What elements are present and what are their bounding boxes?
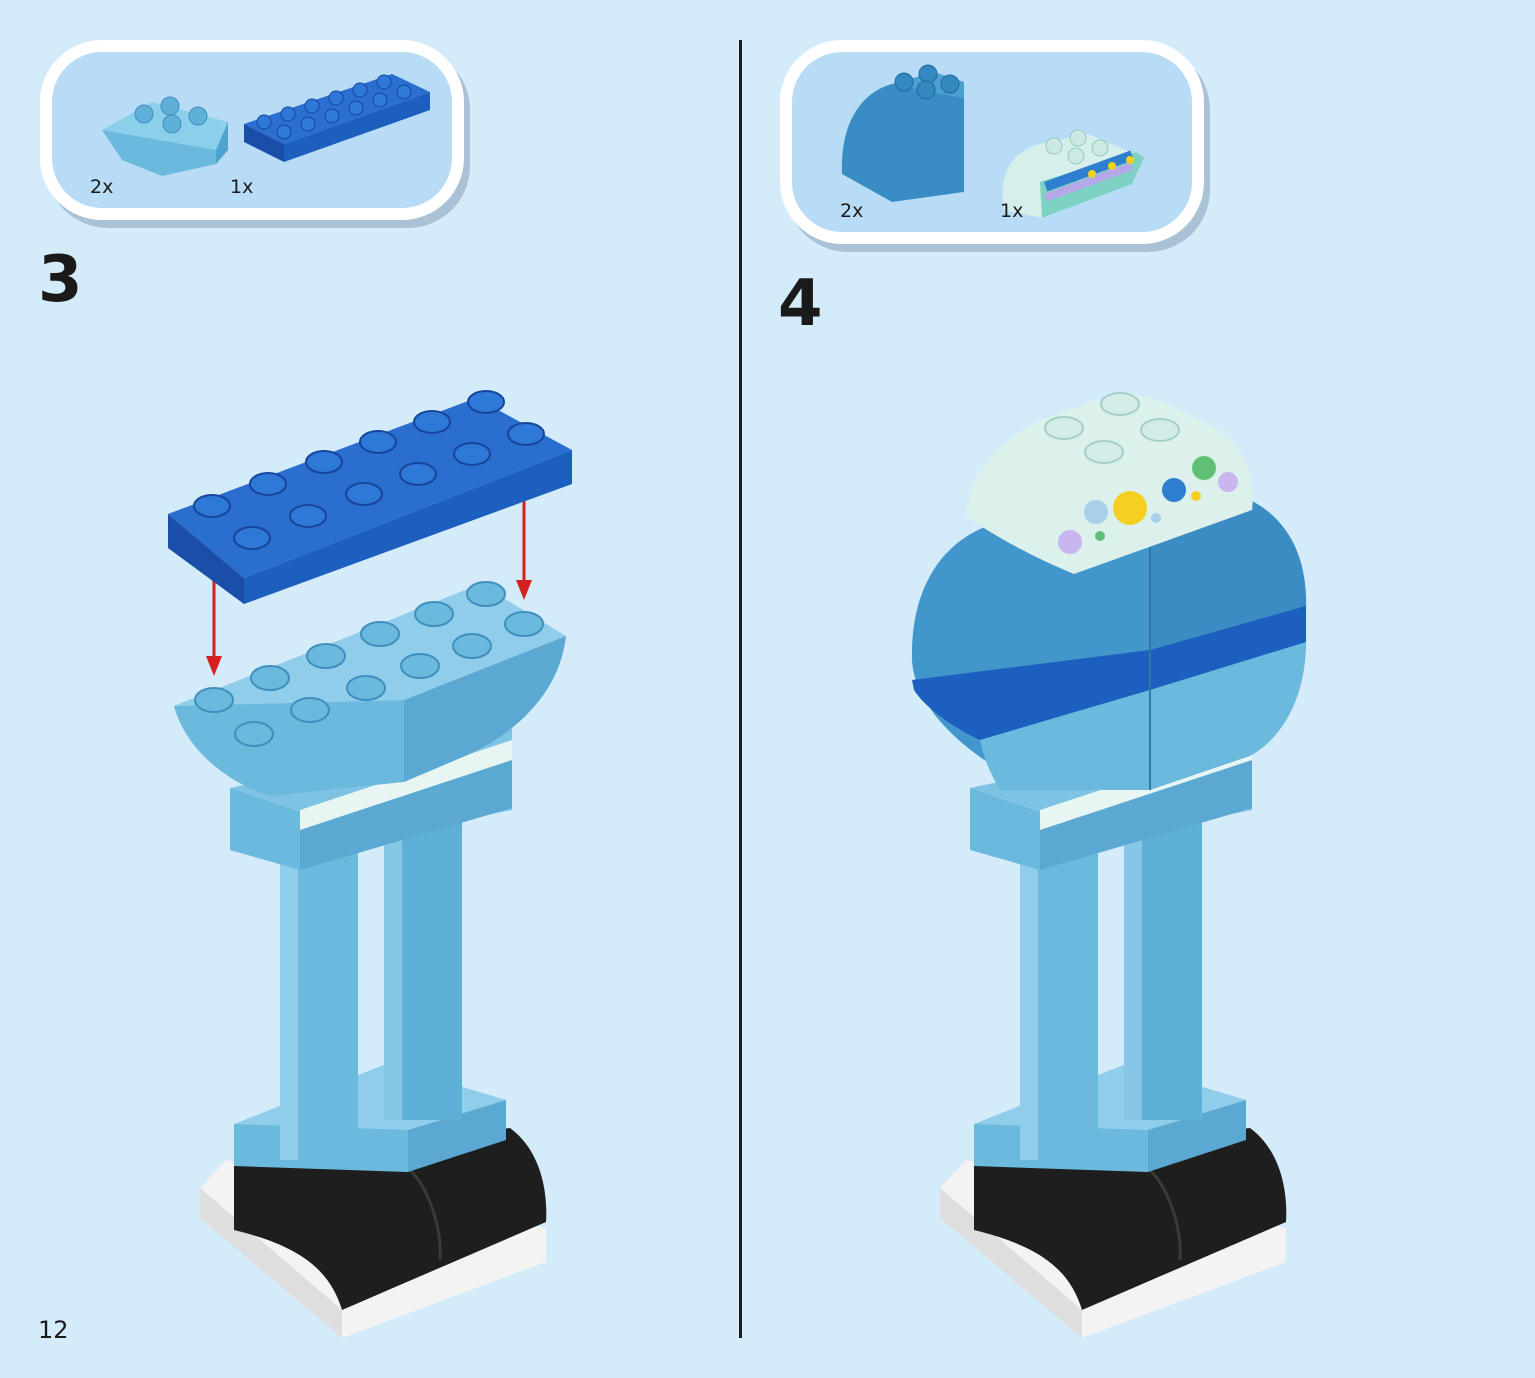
- placement-arrows: [206, 500, 532, 676]
- blue-plate-studs: [193, 390, 545, 550]
- step-3-part-2-qty: 1x: [230, 176, 254, 198]
- lower-azure-bricks-step-4: [974, 1064, 1246, 1172]
- blue-plate-icon: [244, 74, 430, 162]
- printed-curved-brick-icon: [1002, 129, 1144, 218]
- step-4-parts-callout: 2x 1x: [780, 40, 1204, 244]
- azure-columns-step-4: [1020, 820, 1202, 1160]
- azure-columns: [280, 820, 462, 1160]
- step-3-parts-drawing: [102, 74, 430, 176]
- step-4-parts-drawing: [841, 64, 1144, 218]
- upper-azure-bricks-step-4: [970, 728, 1252, 870]
- step-3-parts-callout: 2x 1x: [40, 40, 464, 220]
- printed-top-brick: [966, 392, 1253, 574]
- step-4-part-1-qty: 2x: [840, 200, 864, 222]
- black-curved-bricks: [234, 1128, 547, 1310]
- inverted-slope-brick-icon: [102, 96, 228, 176]
- curved-brick-icon: [841, 64, 964, 202]
- black-curved-bricks-step-4: [974, 1128, 1287, 1310]
- step-4-part-2-qty: 1x: [1000, 200, 1024, 222]
- page-number: 12: [38, 1316, 69, 1344]
- step-4-number: 4: [778, 267, 823, 341]
- curved-dark-azure-body: [911, 500, 1307, 790]
- white-base-plate-step-4: [940, 1160, 1286, 1338]
- step-divider: [739, 40, 742, 1338]
- step-3-number: 3: [38, 243, 83, 317]
- step-3-part-1-qty: 2x: [90, 176, 114, 198]
- step-3-model-illustration: [168, 390, 572, 1338]
- slope-brick-studs: [194, 581, 544, 747]
